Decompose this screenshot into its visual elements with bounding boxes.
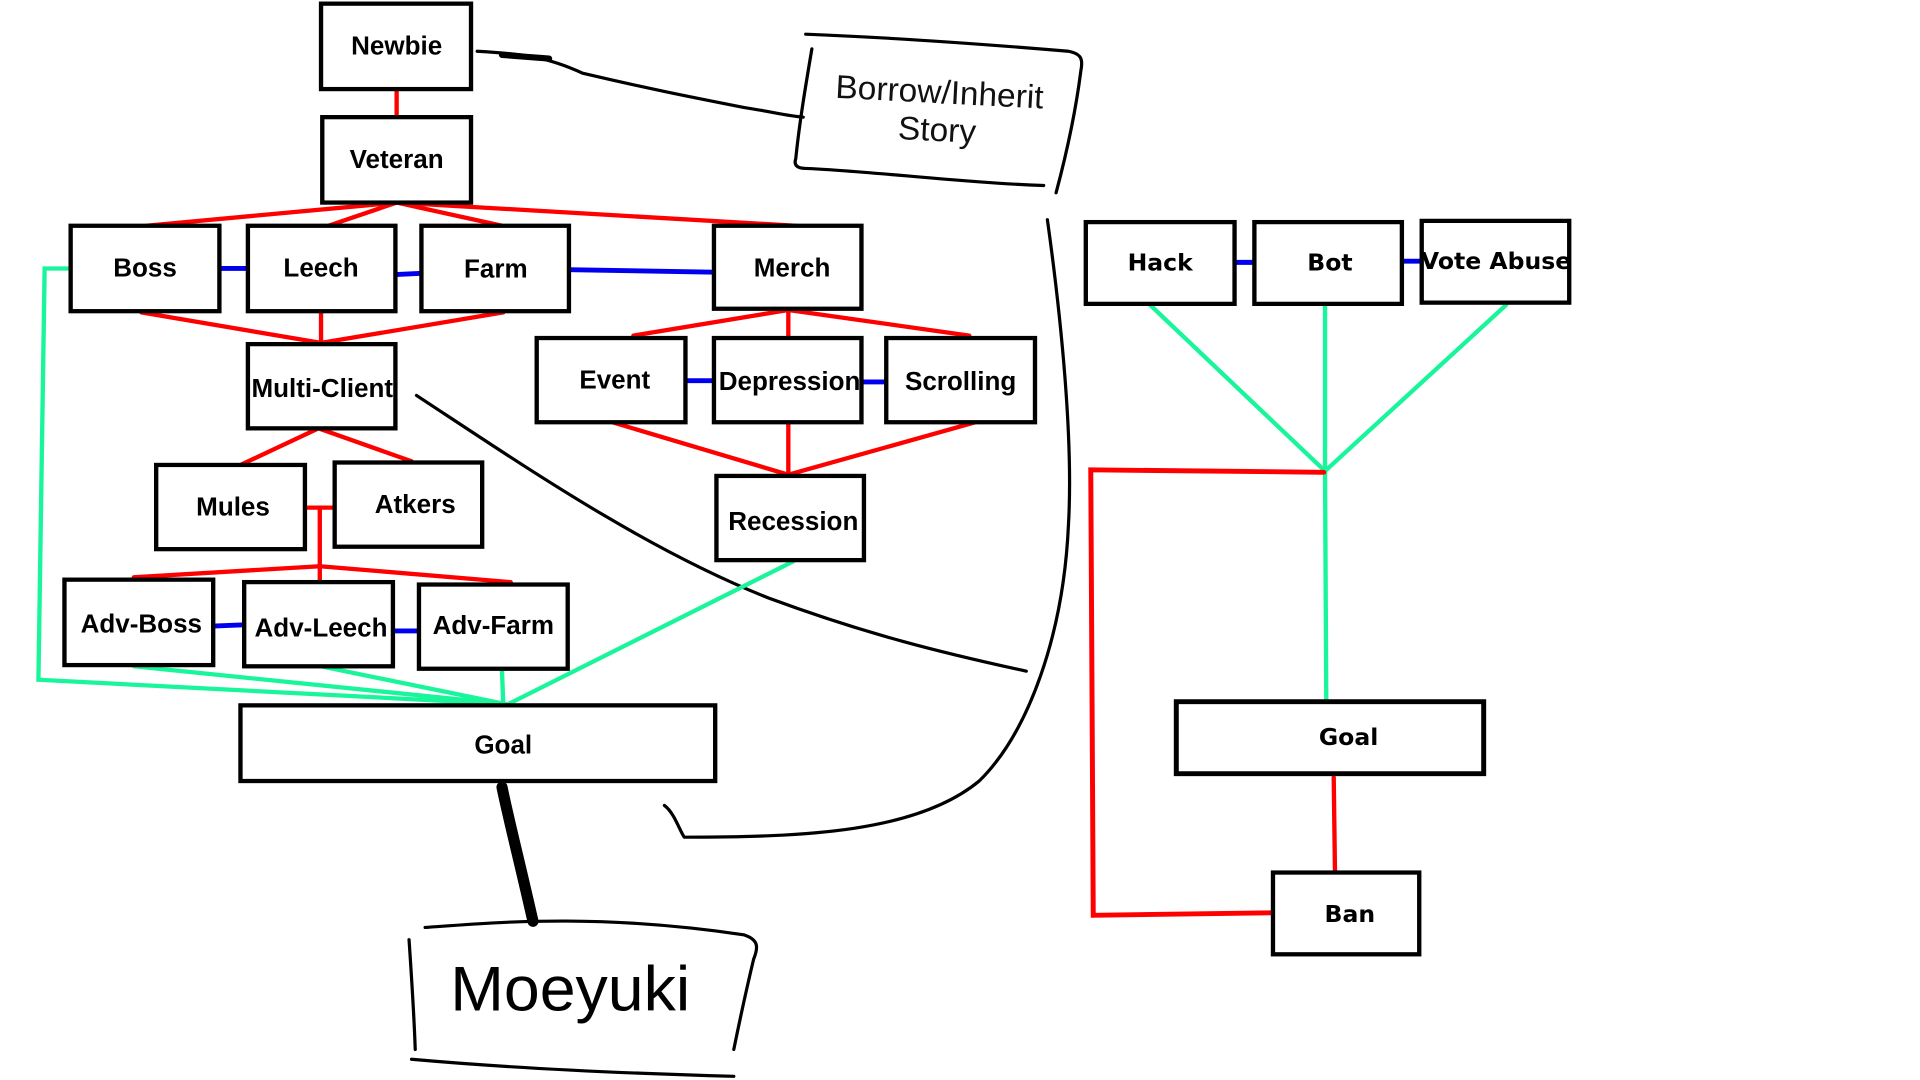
node-recession[interactable]: Recession	[714, 473, 867, 563]
node-adv-leech-label: Adv-Leech	[255, 615, 388, 643]
link-farm-multiclient	[318, 310, 506, 346]
ink-strokes	[407, 32, 1084, 1078]
node-scrolling[interactable]: Scrolling	[884, 335, 1038, 425]
node-goal-left[interactable]: Goal	[238, 703, 718, 784]
node-goal-right-label: Goal	[1319, 723, 1378, 751]
author-box-outline	[407, 919, 759, 1078]
node-ban[interactable]: Ban	[1270, 870, 1422, 957]
link-boss-multiclient	[139, 310, 324, 346]
node-ban-label: Ban	[1325, 900, 1376, 928]
node-goal-right[interactable]: Goal	[1173, 699, 1487, 777]
goal-link-boss	[36, 266, 508, 707]
node-veteran[interactable]: Veteran	[320, 115, 474, 205]
node-depression[interactable]: Depression	[711, 335, 864, 425]
node-adv-boss-label: Adv-Boss	[81, 611, 202, 639]
ban-links	[1088, 467, 1338, 918]
node-vote-abuse[interactable]: Vote Abuse	[1419, 218, 1572, 305]
node-adv-farm-label: Adv-Farm	[433, 612, 554, 640]
link-veteran-merch	[394, 200, 798, 228]
node-merch[interactable]: Merch	[711, 223, 864, 311]
story-note[interactable]: Borrow/Inherit Story	[835, 69, 1045, 151]
divider-curve	[662, 218, 1072, 839]
peer-links	[213, 258, 1422, 634]
peer-farm-merch	[568, 267, 714, 275]
goal-link-voteabuse	[1322, 302, 1509, 474]
node-mules[interactable]: Mules	[154, 462, 308, 552]
node-multi-client[interactable]: Multi-Client	[245, 342, 398, 431]
node-bot[interactable]: Bot	[1252, 219, 1405, 307]
link-goal-ban	[1331, 775, 1338, 873]
link-adv-advboss	[131, 564, 322, 580]
node-mules-label: Mules	[196, 494, 270, 522]
node-adv-leech[interactable]: Adv-Leech	[242, 579, 396, 669]
node-bot-label: Bot	[1307, 248, 1352, 276]
node-depression-label: Depression	[719, 368, 861, 396]
node-hack-label: Hack	[1128, 248, 1194, 276]
node-event-label: Event	[579, 367, 650, 395]
node-newbie[interactable]: Newbie	[318, 1, 474, 92]
peer-leech-farm	[395, 270, 422, 278]
goal-link-advleech	[318, 664, 508, 707]
link-merch-scrolling	[786, 307, 972, 338]
node-atkers[interactable]: Atkers	[332, 460, 485, 549]
newbie-to-story-stroke	[475, 49, 805, 119]
node-scrolling-label: Scrolling	[905, 368, 1016, 396]
link-veteran-boss	[144, 200, 399, 228]
progression-links	[131, 88, 978, 585]
newbie-story-stroke-heavy	[498, 51, 553, 62]
node-newbie-label: Newbie	[351, 32, 442, 60]
link-ban-loop	[1088, 467, 1327, 918]
goal-link-right-trunk	[1322, 468, 1329, 703]
node-merch-label: Merch	[754, 255, 831, 283]
node-farm[interactable]: Farm	[419, 223, 572, 314]
goal-link-advboss	[131, 664, 508, 707]
node-adv-boss[interactable]: Adv-Boss	[62, 577, 216, 668]
goal-link-advfarm	[499, 669, 506, 707]
node-event[interactable]: Event	[534, 335, 688, 425]
author-note[interactable]: Moeyuki	[450, 953, 690, 1024]
node-boss[interactable]: Boss	[68, 223, 222, 314]
goal-link-hack	[1148, 302, 1328, 474]
peer-advboss-advleech	[213, 622, 245, 629]
node-leech-label: Leech	[283, 255, 358, 283]
author-name: Moeyuki	[450, 953, 690, 1024]
node-vote-abuse-label: Vote Abuse	[1421, 247, 1571, 275]
link-event-recession	[610, 420, 791, 477]
link-scrolling-recession	[786, 420, 978, 477]
node-adv-farm[interactable]: Adv-Farm	[416, 582, 570, 671]
link-veteran-farm	[394, 200, 505, 228]
link-adv-advfarm	[317, 564, 513, 585]
node-boss-label: Boss	[113, 255, 177, 283]
goal-links	[36, 266, 1509, 707]
link-merch-event	[631, 307, 791, 338]
node-farm-label: Farm	[464, 256, 528, 284]
node-atkers-label: Atkers	[375, 491, 456, 519]
story-box-outline	[793, 32, 1084, 195]
node-goal-left-label: Goal	[474, 732, 532, 760]
link-multiclient-atkers	[316, 426, 414, 464]
node-leech[interactable]: Leech	[245, 223, 398, 314]
goal-to-author-stroke	[496, 781, 539, 927]
story-note-line1: Borrow/Inherit	[835, 69, 1045, 116]
multi-client-arc	[414, 393, 1028, 673]
node-recession-label: Recession	[728, 508, 858, 536]
link-veteran-leech	[326, 200, 399, 228]
story-note-line2: Story	[897, 110, 977, 151]
link-multiclient-mules	[238, 426, 321, 468]
node-multi-client-label: Multi-Client	[251, 375, 393, 403]
node-hack[interactable]: Hack	[1083, 219, 1237, 307]
node-veteran-label: Veteran	[350, 146, 444, 174]
goal-link-recession	[506, 559, 796, 707]
